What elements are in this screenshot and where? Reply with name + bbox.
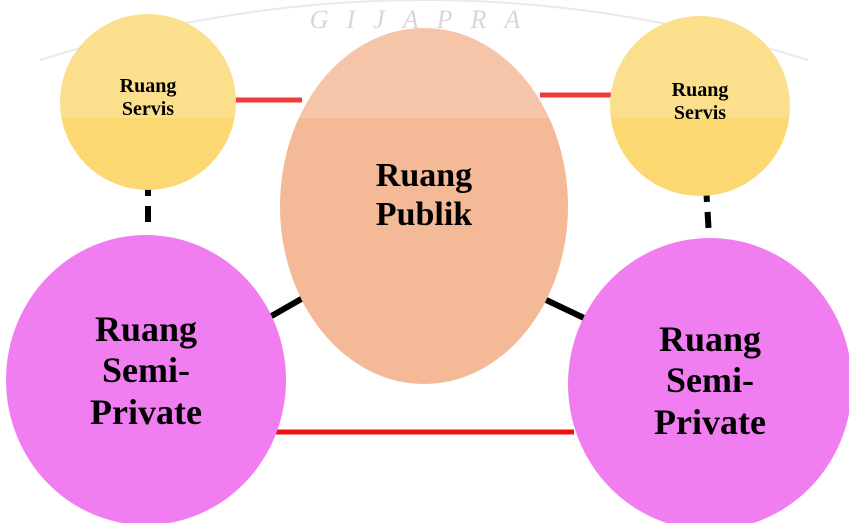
- label-semi-private-right: Ruang Semi- Private: [654, 318, 766, 442]
- node-servis-right: [610, 16, 790, 196]
- node-publik: [280, 28, 568, 384]
- node-semi-private-left: [6, 235, 286, 525]
- label-servis-left: Ruang Servis: [119, 75, 177, 120]
- label-servis-right: Ruang Servis: [671, 79, 729, 124]
- label-semi-private-left: Ruang Semi- Private: [90, 308, 202, 432]
- connector-publik-semi-left: [266, 295, 305, 321]
- connector-publik-semi-right: [540, 295, 586, 321]
- watermark-band: [0, 0, 849, 118]
- label-publik: Ruang Publik: [375, 156, 473, 233]
- node-servis-left: [60, 14, 236, 190]
- node-semi-private-right: [568, 238, 849, 528]
